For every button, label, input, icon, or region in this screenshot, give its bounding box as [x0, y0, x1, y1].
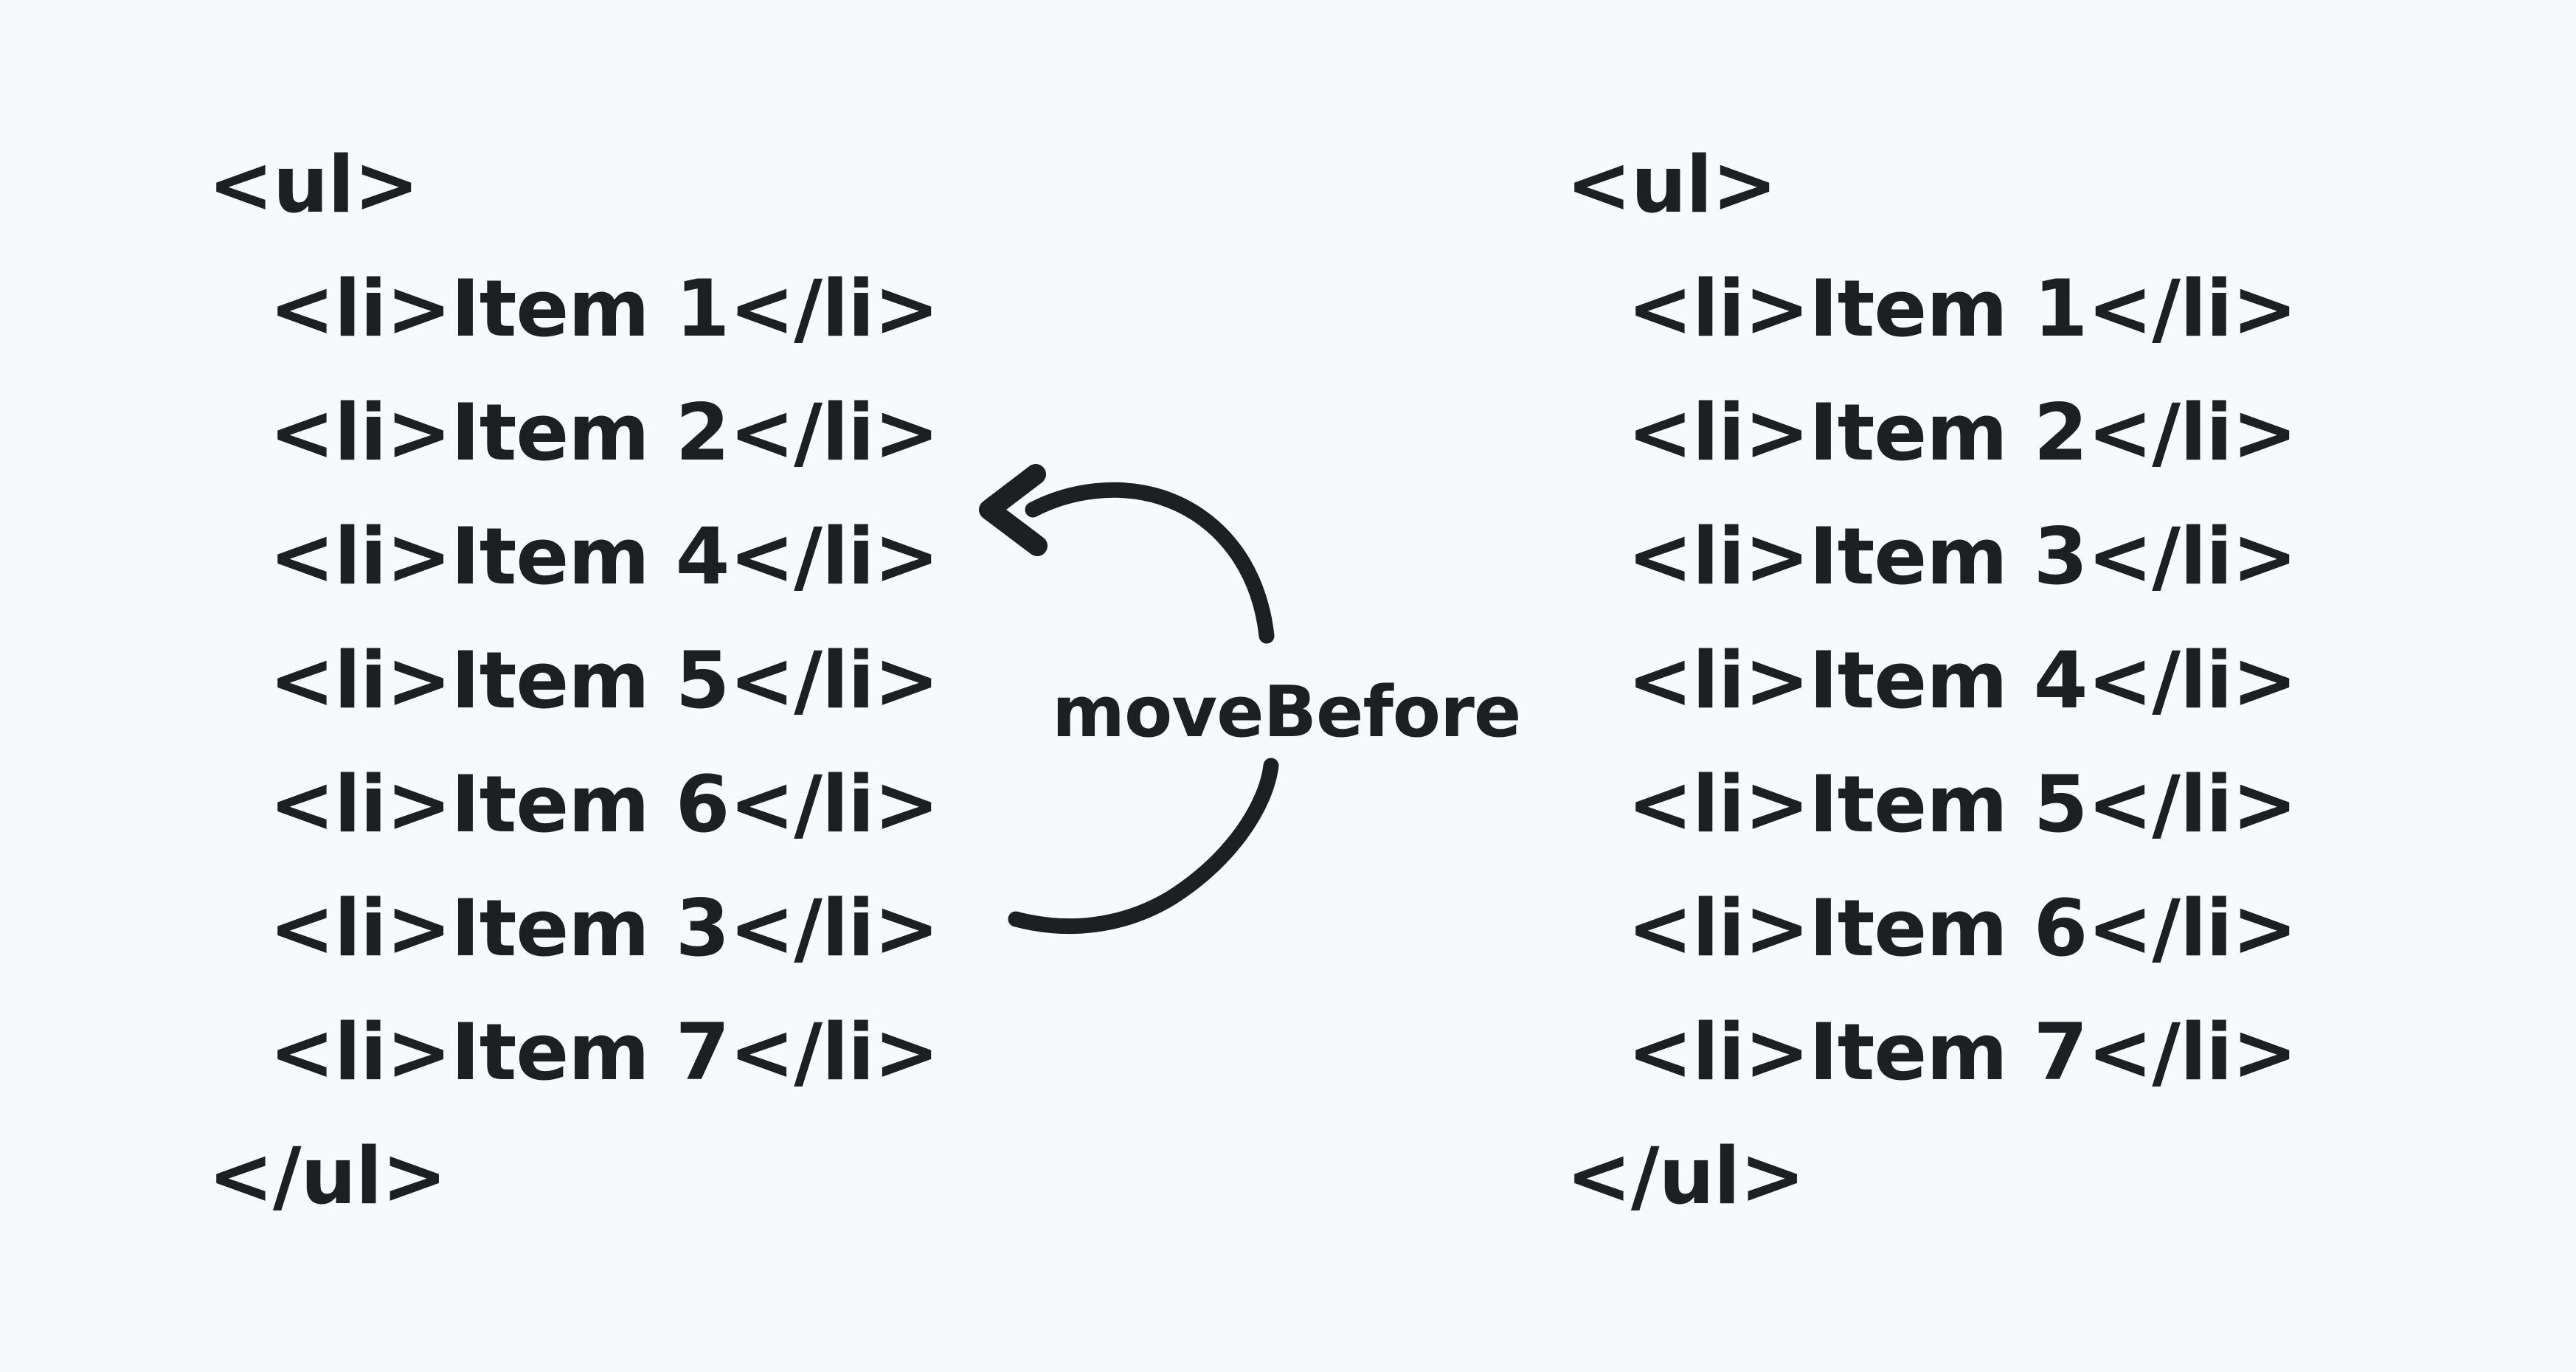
code-line-before-item-6: <li>Item 6</li> — [208, 742, 939, 866]
li-open-and-text: <li>Item — [269, 510, 676, 602]
li-close-tag: </li> — [2087, 263, 2297, 354]
item-number-green-circle: 4 — [675, 510, 730, 602]
arrowhead-icon — [979, 464, 1048, 556]
li-close-tag: </li> — [2087, 1006, 2297, 1098]
code-line-after-item-1: <li>Item 1</li> — [1566, 246, 2297, 370]
code-line-before-item-5: <li>Item 5</li> — [208, 618, 939, 742]
li-open-and-text: <li>Item — [269, 387, 676, 478]
li-open-and-text: <li>Item — [1627, 387, 2034, 478]
li-open-and-text: <li>Item — [1627, 263, 2034, 354]
li-open-and-text: <li>Item — [269, 634, 676, 726]
item-number: 7 — [2033, 1006, 2088, 1098]
item-number: 1 — [2033, 263, 2088, 354]
li-close-tag: </li> — [2087, 882, 2297, 974]
code-line-after-item-2: <li>Item 2</li> — [1566, 370, 2297, 494]
code-line-after-item-3: <li>Item 3</li> — [1566, 494, 2297, 618]
item-number-green-circle: 7 — [675, 1006, 730, 1098]
item-number: 3 — [2033, 510, 2088, 602]
li-close-tag: </li> — [729, 882, 939, 974]
item-number: 6 — [2033, 882, 2088, 974]
item-number-green-circle: 2 — [675, 387, 730, 478]
li-open-and-text: <li>Item — [269, 758, 676, 850]
li-close-tag: </li> — [729, 634, 939, 726]
code-line-after-item-6: <li>Item 6</li> — [1566, 866, 2297, 990]
move-before-label: moveBefore — [1052, 672, 1521, 753]
item-number: 2 — [2033, 387, 2088, 478]
li-close-tag: </li> — [729, 510, 939, 602]
code-line-before-item-4: <li>Item 4</li> — [208, 494, 939, 618]
li-close-tag: </li> — [2087, 634, 2297, 726]
item-number: 3 — [675, 882, 730, 974]
code-line-before-item-1: <li>Item 1</li> — [208, 246, 939, 370]
code-line-before-item-7: <li>Item 7</li> — [208, 990, 939, 1114]
code-line-before-item-3: <li>Item 3</li> — [208, 866, 939, 990]
item-number-green-circle: 6 — [675, 758, 730, 850]
li-open-and-text: <li>Item — [1627, 1006, 2034, 1098]
item-number: 5 — [2033, 758, 2088, 850]
code-block-before-move: <ul><li>Item 1</li><li>Item 2</li><li>It… — [208, 122, 939, 1238]
arrow-lower-arc — [1008, 758, 1279, 935]
item-number: 4 — [2033, 634, 2088, 726]
code-line-after-item-4: <li>Item 4</li> — [1566, 618, 2297, 742]
li-close-tag: </li> — [729, 387, 939, 478]
code-line-after-item-7: <li>Item 7</li> — [1566, 990, 2297, 1114]
li-close-tag: </li> — [2087, 510, 2297, 602]
li-close-tag: </li> — [729, 758, 939, 850]
code-line-before-ul-close: </ul> — [208, 1130, 447, 1222]
li-open-and-text: <li>Item — [1627, 758, 2034, 850]
code-line-after-item-5: <li>Item 5</li> — [1566, 742, 2297, 866]
code-line-after-ul-open: <ul> — [1566, 139, 1777, 230]
code-line-after-ul-close: </ul> — [1566, 1130, 1805, 1222]
code-block-after-move: <ul><li>Item 1</li><li>Item 2</li><li>It… — [1566, 122, 2297, 1238]
li-open-and-text: <li>Item — [1627, 634, 2034, 726]
code-line-before-item-2: <li>Item 2</li> — [208, 370, 939, 494]
li-close-tag: </li> — [729, 263, 939, 354]
li-close-tag: </li> — [729, 1006, 939, 1098]
li-open-and-text: <li>Item — [269, 263, 676, 354]
arrow-upper-arc — [1025, 482, 1275, 644]
li-open-and-text: <li>Item — [1627, 510, 2034, 602]
code-line-before-ul-open: <ul> — [208, 139, 419, 230]
li-close-tag: </li> — [2087, 387, 2297, 478]
li-open-and-text: <li>Item — [1627, 882, 2034, 974]
li-open-and-text: <li>Item — [269, 1006, 676, 1098]
item-number-green-circle: 1 — [675, 263, 730, 354]
li-close-tag: </li> — [2087, 758, 2297, 850]
li-open-and-text: <li>Item — [269, 882, 676, 974]
item-number-green-circle: 5 — [675, 634, 730, 726]
